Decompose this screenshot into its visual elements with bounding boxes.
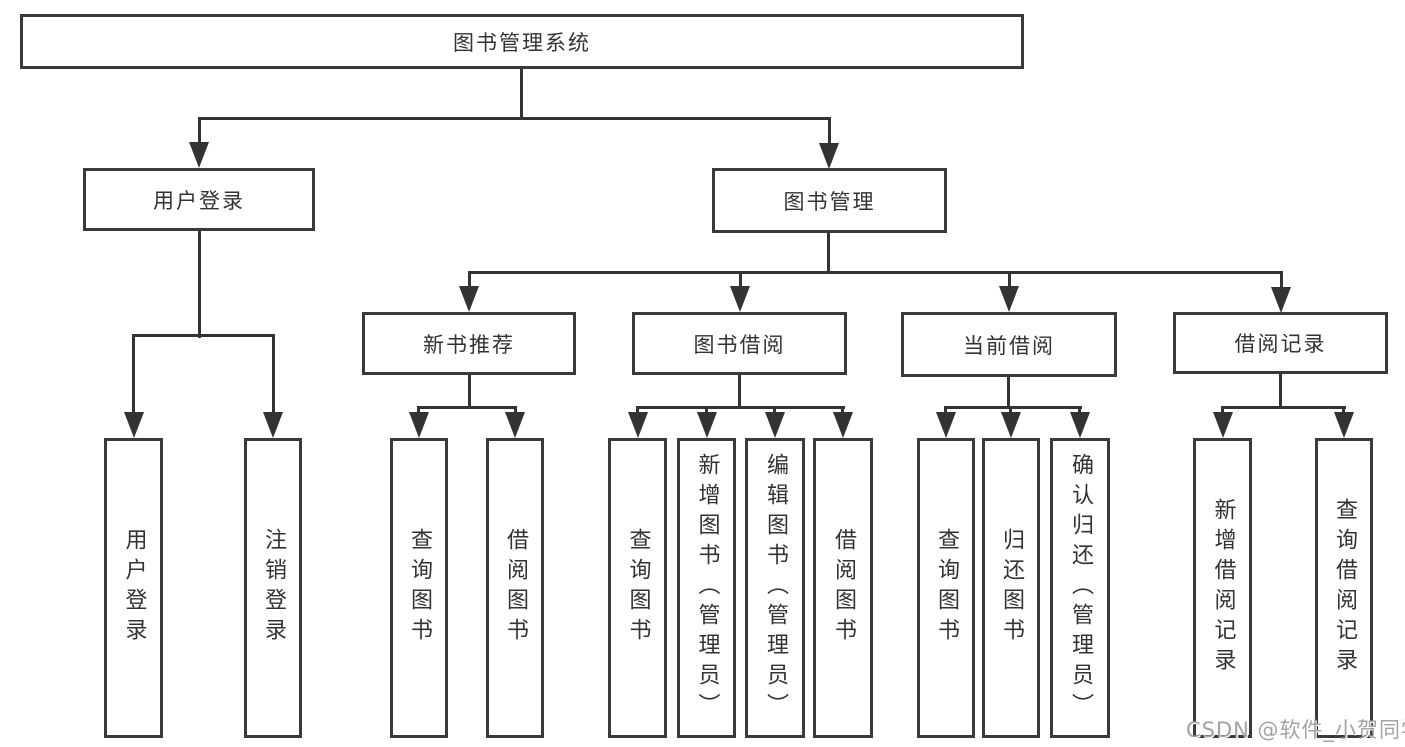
- leaf-label: 查询图书: [407, 528, 432, 648]
- connector-drop: [272, 334, 275, 427]
- node-user-login: 用户登录: [83, 168, 315, 231]
- node-borrow-records: 借阅记录: [1173, 312, 1388, 374]
- leaf-borrow-books-newrec: 借阅图书: [486, 438, 544, 738]
- leaf-query-borrow-record: 查询借阅记录: [1315, 438, 1373, 738]
- connector-drop: [198, 117, 201, 157]
- connector-current-branch: [944, 406, 1082, 409]
- node-current-borrow: 当前借阅: [901, 312, 1117, 377]
- leaf-label: 借阅图书: [503, 528, 528, 648]
- arrow-down-icon: [765, 412, 785, 438]
- leaf-confirm-return-admin: 确认归还（管理员）: [1050, 438, 1110, 738]
- leaf-query-books-newrec: 查询图书: [390, 438, 448, 738]
- arrow-down-icon: [697, 412, 717, 438]
- connector-current-trunk: [1007, 377, 1010, 409]
- arrow-down-icon: [1001, 412, 1021, 438]
- csdn-watermark: CSDN @软件_小贺同学: [1186, 718, 1405, 742]
- arrow-down-icon: [1334, 412, 1354, 438]
- connector-mgmt-branch: [468, 271, 1283, 274]
- arrow-down-icon: [189, 142, 209, 168]
- leaf-return-book: 归还图书: [982, 438, 1040, 738]
- leaf-label: 归还图书: [999, 528, 1024, 648]
- node-book-borrow: 图书借阅: [632, 312, 847, 375]
- node-library-system: 图书管理系统: [20, 14, 1024, 69]
- leaf-label: 编辑图书（管理员）: [763, 453, 788, 723]
- arrow-down-icon: [628, 412, 648, 438]
- leaf-user-login: 用户登录: [104, 438, 163, 738]
- connector-newrec-trunk: [468, 375, 471, 409]
- connector-newrec-branch: [417, 406, 517, 409]
- leaf-label: 查询借阅记录: [1332, 498, 1357, 678]
- arrow-down-icon: [409, 412, 429, 438]
- connector-borrow-trunk: [738, 375, 741, 409]
- arrow-down-icon: [124, 412, 144, 438]
- leaf-query-books-current: 查询图书: [917, 438, 975, 738]
- node-book-management: 图书管理: [712, 168, 947, 233]
- leaf-label: 新增图书（管理员）: [694, 453, 720, 723]
- connector-drop: [132, 334, 135, 427]
- leaf-label: 用户登录: [121, 528, 147, 648]
- arrow-down-icon: [1070, 412, 1090, 438]
- leaf-label: 确认归还（管理员）: [1068, 453, 1093, 723]
- connector-records-branch: [1221, 406, 1346, 409]
- connector-drop: [828, 117, 831, 158]
- leaf-query-books-borrow: 查询图书: [608, 438, 667, 738]
- connector-user-trunk: [198, 231, 201, 338]
- leaf-edit-book-admin: 编辑图书（管理员）: [745, 438, 805, 738]
- arrow-down-icon: [999, 286, 1019, 312]
- leaf-label: 注销登录: [261, 528, 286, 648]
- leaf-add-borrow-record: 新增借阅记录: [1193, 438, 1252, 738]
- leaf-label: 查询图书: [625, 528, 651, 648]
- arrow-down-icon: [819, 143, 839, 169]
- connector-root-branch: [198, 117, 831, 120]
- connector-mgmt-trunk: [827, 233, 830, 274]
- leaf-add-book-admin: 新增图书（管理员）: [677, 438, 736, 738]
- arrow-down-icon: [505, 412, 525, 438]
- leaf-logout: 注销登录: [244, 438, 302, 738]
- leaf-label: 借阅图书: [831, 528, 856, 648]
- leaf-label: 新增借阅记录: [1210, 498, 1236, 678]
- arrow-down-icon: [263, 412, 283, 438]
- arrow-down-icon: [1213, 412, 1233, 438]
- connector-user-branch: [132, 334, 275, 337]
- leaf-label: 查询图书: [934, 528, 959, 648]
- arrow-down-icon: [833, 412, 853, 438]
- leaf-borrow-books-borrow: 借阅图书: [813, 438, 873, 738]
- connector-records-trunk: [1279, 374, 1282, 409]
- arrow-down-icon: [1271, 287, 1291, 313]
- arrow-down-icon: [936, 412, 956, 438]
- connector-borrow-branch: [636, 406, 845, 409]
- node-new-book-recommend: 新书推荐: [362, 312, 576, 375]
- connector-root-trunk: [520, 69, 523, 119]
- arrow-down-icon: [459, 286, 479, 312]
- arrow-down-icon: [730, 286, 750, 312]
